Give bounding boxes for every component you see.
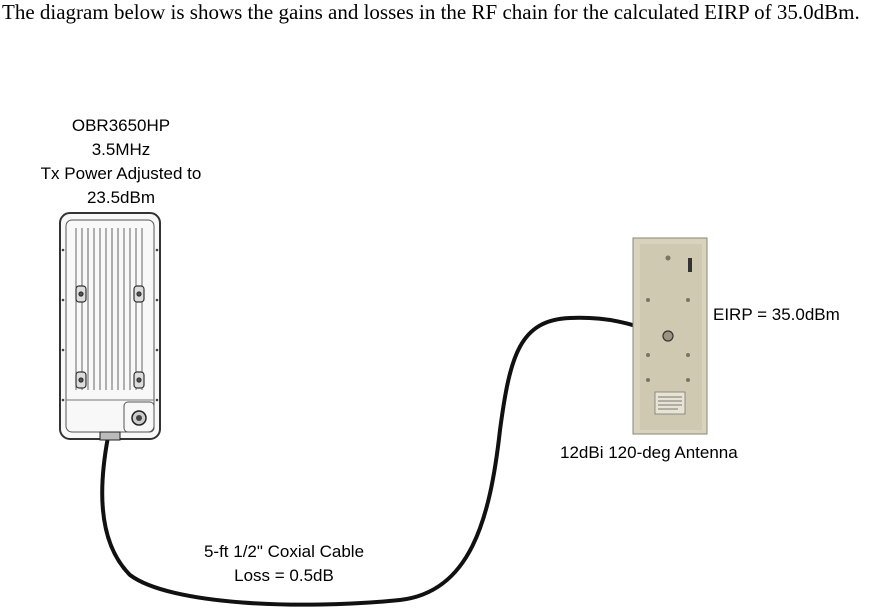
radio-tx-power-line1: Tx Power Adjusted to xyxy=(40,164,202,183)
cable-type: 5-ft 1/2" Coxial Cable xyxy=(203,542,365,561)
antenna-image xyxy=(632,237,708,435)
radio-unit-image xyxy=(59,212,161,441)
cable-label: 5-ft 1/2" Coxial Cable Loss = 0.5dB xyxy=(168,540,400,588)
radio-label: OBR3650HP 3.5MHz Tx Power Adjusted to 23… xyxy=(10,114,232,210)
radio-tx-power-line2: 23.5dBm xyxy=(86,188,156,207)
intro-text: The diagram below is shows the gains and… xyxy=(2,0,860,24)
cable-loss: Loss = 0.5dB xyxy=(234,566,334,585)
radio-bandwidth: 3.5MHz xyxy=(91,140,151,159)
radio-model: OBR3650HP xyxy=(71,116,171,135)
antenna-label: 12dBi 120-deg Antenna xyxy=(560,443,738,462)
coaxial-cable xyxy=(100,315,670,607)
eirp-label: EIRP = 35.0dBm xyxy=(713,305,840,324)
